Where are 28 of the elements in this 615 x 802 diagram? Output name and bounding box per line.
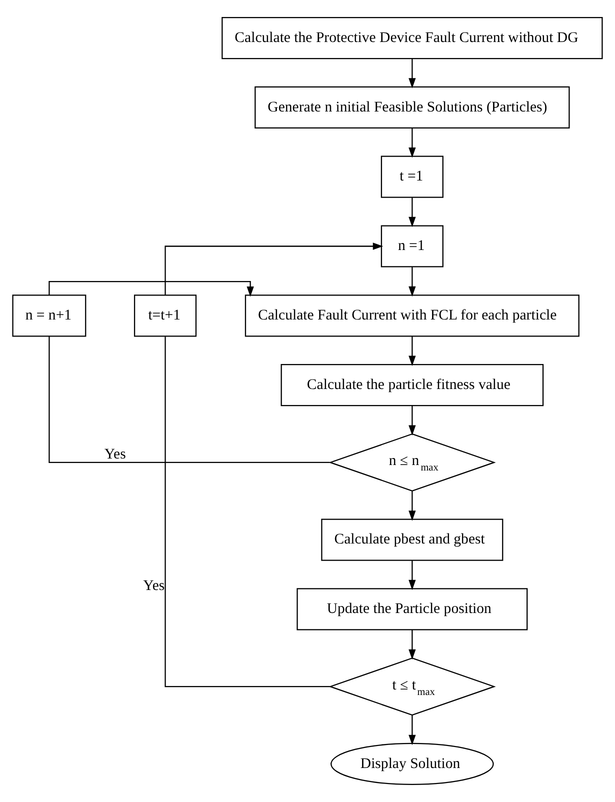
node-box: n = n+1 (12, 294, 86, 337)
edge-label: Yes (104, 446, 126, 462)
node-box: t =1 (380, 156, 444, 198)
arrow (408, 58, 416, 88)
arrow (408, 128, 416, 158)
node-box: Calculate pbest and gbest (321, 518, 504, 561)
node-box: t=t+1 (134, 294, 197, 337)
node-box: Calculate the particle fitness value (280, 364, 544, 406)
arrow (164, 242, 384, 295)
node-ellipse: Display Solution (330, 742, 494, 786)
node-diamond: n ≤ n$_{max}$ (328, 433, 496, 492)
connector (164, 336, 330, 688)
node-box: Update the Particle position (296, 588, 528, 630)
node-diamond: t ≤ t$_{max}$ (328, 658, 496, 716)
node-box: Calculate Fault Current with FCL for each particle (244, 294, 580, 337)
arrow (408, 560, 416, 590)
arrow (408, 715, 416, 746)
node-box: Generate n initial Feasible Solutions (Particles) (254, 86, 570, 128)
arrow (408, 491, 416, 521)
arrow (408, 267, 416, 297)
arrow (408, 336, 416, 366)
arrow (408, 406, 416, 436)
arrow (408, 630, 416, 660)
node-box: Calculate the Protective Device Fault Current without DG (222, 16, 603, 60)
node-box: n =1 (380, 225, 444, 268)
edge-label: Yes (143, 578, 165, 594)
connector (48, 336, 330, 464)
arrow (408, 198, 416, 228)
